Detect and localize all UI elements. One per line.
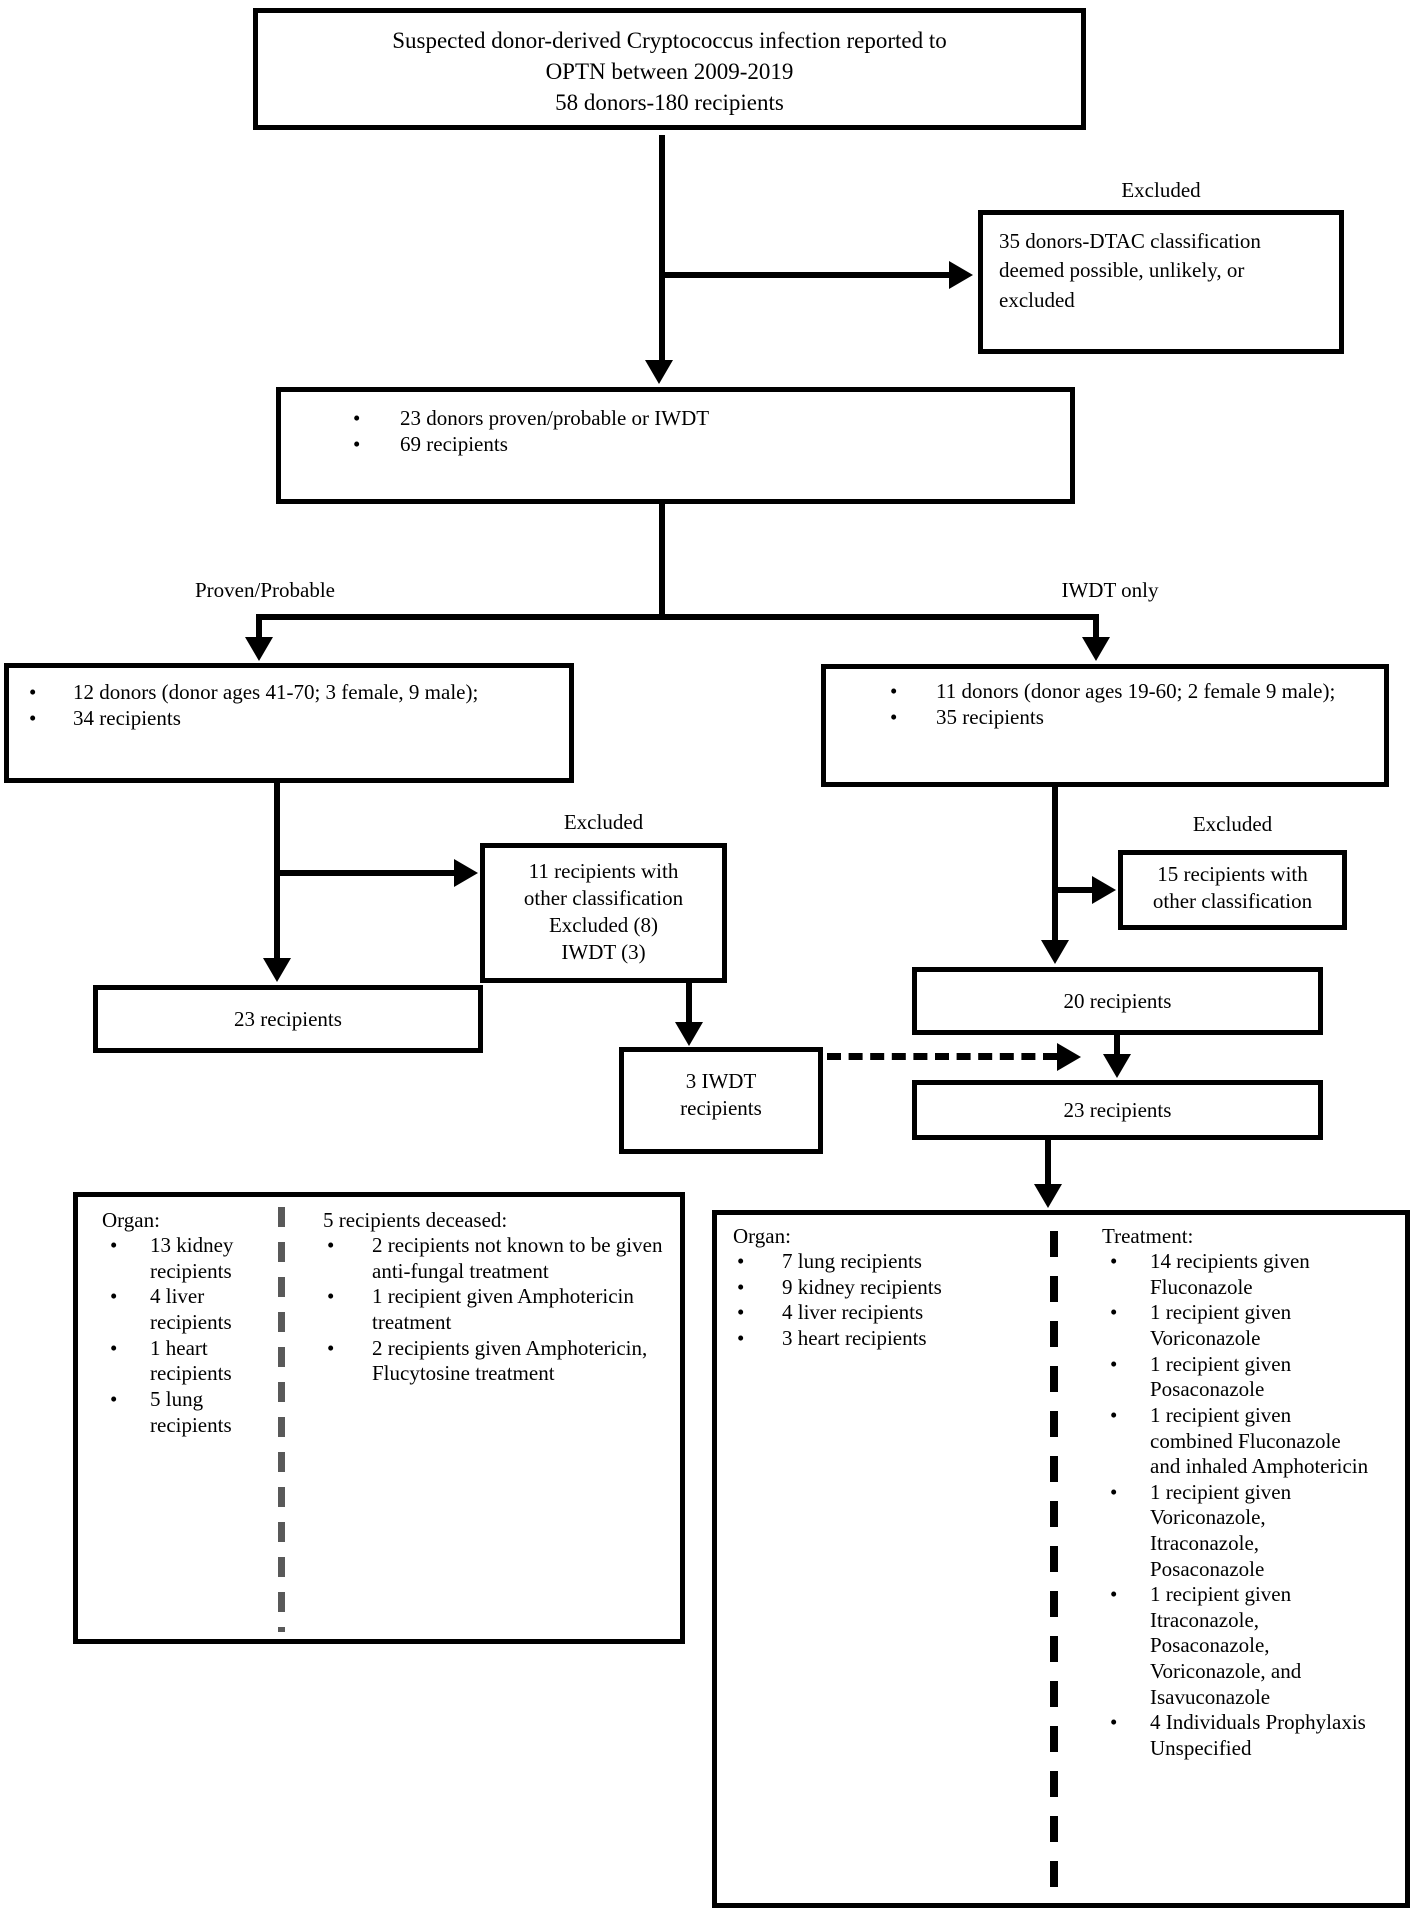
arrowhead-to-20-right [1041, 940, 1069, 964]
cohort-box: 23 donors proven/probable or IWDT69 reci… [276, 387, 1075, 504]
outcome-right-organ-column: Organ: 7 lung recipients9 kidney recipie… [733, 1223, 1038, 1352]
arrowhead-to-proven [245, 637, 273, 661]
list-item: 1 recipient given Amphotericin treatment [327, 1284, 675, 1335]
list-item: 69 recipients [353, 432, 1070, 458]
connector-20-down [1114, 1035, 1120, 1057]
title-box: Suspected donor-derived Cryptococcus inf… [253, 8, 1086, 130]
recipients-left-box: 23 recipients [93, 985, 483, 1053]
branch-right-stub [1093, 614, 1099, 640]
list-item: 23 donors proven/probable or IWDT [353, 406, 1070, 432]
treatment-header: Treatment: [1102, 1224, 1194, 1248]
recipients-right-20-box: 20 recipients [912, 967, 1323, 1035]
dashed-arrowhead-3iwdt [1057, 1043, 1081, 1071]
arrowhead-to-excluded-left [454, 859, 478, 887]
organ-header-right: Organ: [733, 1224, 791, 1248]
excluded-right-box: 15 recipients with other classification [1118, 850, 1347, 930]
branch-horizontal-line [256, 614, 1099, 620]
excluded-top-box: 35 donors-DTAC classification deemed pos… [978, 210, 1344, 354]
list-item: 35 recipients [890, 705, 1341, 731]
proven-donors-list: 12 donors (donor ages 41-70; 3 female, 9… [9, 668, 569, 731]
arrowhead-to-3iwdt [675, 1022, 703, 1046]
list-item: 1 heart recipients [110, 1336, 282, 1387]
list-item: 2 recipients given Amphotericin, Flucyto… [327, 1336, 675, 1387]
deceased-header: 5 recipients deceased: [323, 1208, 508, 1232]
outcome-right-treatment-column: Treatment: 14 recipients given Fluconazo… [1102, 1223, 1374, 1761]
list-item: 1 recipient given Voriconazole, Itracona… [1110, 1480, 1374, 1582]
connector-cohort-down [659, 504, 665, 617]
iwdt-donors-box: 11 donors (donor ages 19-60; 2 female 9 … [821, 664, 1389, 787]
list-item: 34 recipients [29, 706, 559, 732]
outcome-left-deceased-column: 5 recipients deceased: 2 recipients not … [323, 1207, 675, 1387]
dashed-connector-3iwdt [827, 1053, 1057, 1060]
connector-iwdt-down [1052, 787, 1058, 940]
iwdt3-box: 3 IWDT recipients [619, 1047, 823, 1154]
connector-to-excluded-right [1052, 887, 1092, 893]
excluded-left-label: Excluded [563, 810, 644, 834]
list-item: 1 recipient given combined Fluconazole a… [1110, 1403, 1374, 1480]
list-item: 12 donors (donor ages 41-70; 3 female, 9… [29, 680, 559, 706]
arrowhead-to-23-left [263, 958, 291, 982]
list-item: 1 recipient given Itraconazole, Posacona… [1110, 1582, 1374, 1710]
list-item: 3 heart recipients [737, 1326, 1038, 1352]
list-item: 11 donors (donor ages 19-60; 2 female 9 … [890, 679, 1341, 705]
cohort-list: 23 donors proven/probable or IWDT69 reci… [281, 392, 1070, 457]
excluded-top-label: Excluded [1121, 178, 1201, 202]
arrowhead-to-outcome-right [1034, 1184, 1062, 1208]
organ-list-right: 7 lung recipients9 kidney recipients4 li… [733, 1249, 1038, 1351]
connector-23-right-down [1045, 1140, 1051, 1186]
arrowhead-to-iwdt [1082, 637, 1110, 661]
arrowhead-to-excluded-right [1092, 876, 1116, 904]
iwdt-donors-list: 11 donors (donor ages 19-60; 2 female 9 … [826, 669, 1384, 730]
organ-header: Organ: [102, 1208, 160, 1232]
branch-left-stub [256, 614, 262, 640]
list-item: 4 Individuals Prophylaxis Unspecified [1110, 1710, 1374, 1761]
connector-title-down [659, 135, 665, 363]
excluded-right-label: Excluded [1192, 812, 1273, 836]
list-item: 2 recipients not known to be given anti-… [327, 1233, 675, 1284]
arrowhead-to-23-right [1103, 1054, 1131, 1078]
outcome-right-divider [1050, 1231, 1058, 1897]
connector-excluded-left-down [686, 983, 692, 1025]
arrowhead-to-excluded-top [949, 261, 973, 289]
proven-donors-box: 12 donors (donor ages 41-70; 3 female, 9… [4, 663, 574, 783]
list-item: 5 lung recipients [110, 1387, 282, 1438]
list-item: 4 liver recipients [737, 1300, 1038, 1326]
list-item: 1 recipient given Voriconazole [1110, 1300, 1374, 1351]
list-item: 13 kidney recipients [110, 1233, 282, 1284]
list-item: 4 liver recipients [110, 1284, 282, 1335]
branch-left-label: Proven/Probable [195, 578, 335, 602]
list-item: 9 kidney recipients [737, 1275, 1038, 1301]
arrowhead-to-cohort [645, 360, 673, 384]
list-item: 14 recipients given Fluconazole [1110, 1249, 1374, 1300]
recipients-right-23-box: 23 recipients [912, 1080, 1323, 1140]
outcome-right-box: Organ: 7 lung recipients9 kidney recipie… [712, 1210, 1410, 1908]
branch-right-label: IWDT only [1061, 578, 1159, 602]
deceased-list: 2 recipients not known to be given anti-… [323, 1233, 675, 1387]
treatment-list: 14 recipients given Fluconazole1 recipie… [1102, 1249, 1374, 1761]
connector-to-excluded-top [662, 272, 949, 278]
organ-list: 13 kidney recipients4 liver recipients1 … [102, 1233, 282, 1438]
list-item: 7 lung recipients [737, 1249, 1038, 1275]
connector-to-excluded-left [274, 870, 454, 876]
outcome-left-box: Organ: 13 kidney recipients4 liver recip… [73, 1192, 685, 1644]
outcome-left-organ-column: Organ: 13 kidney recipients4 liver recip… [102, 1207, 282, 1438]
list-item: 1 recipient given Posaconazole [1110, 1352, 1374, 1403]
excluded-left-box: 11 recipients with other classification … [480, 843, 727, 983]
